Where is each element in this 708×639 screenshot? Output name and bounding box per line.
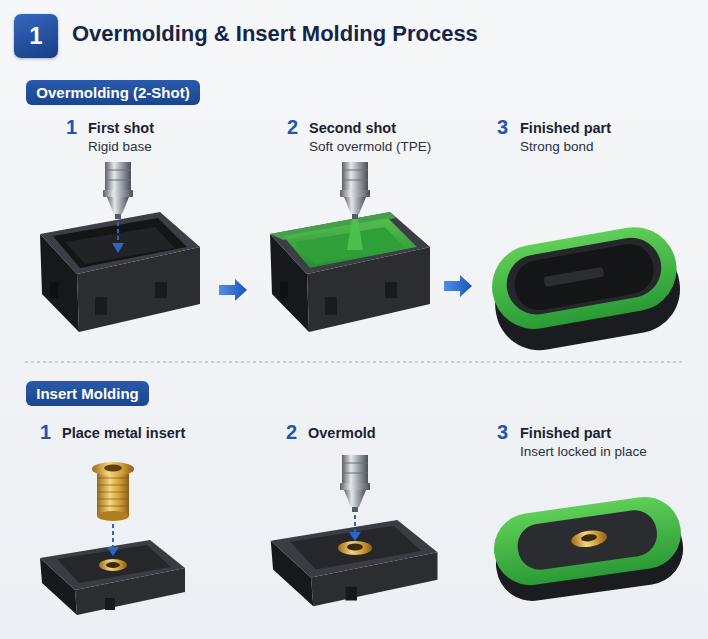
finished-part-figure <box>502 233 666 319</box>
metal-insert-figure <box>40 540 185 615</box>
second-shot-figure <box>270 212 430 332</box>
overmold-insert-figure <box>271 455 438 606</box>
locked-insert-figure <box>515 508 660 573</box>
section-tab: Insert Molding <box>26 381 149 406</box>
section-divider <box>25 362 683 363</box>
step-number: 1 <box>40 421 51 444</box>
second-shot-figure <box>270 212 396 240</box>
metal-insert-figure <box>112 524 114 548</box>
arrow-symbol <box>444 275 472 297</box>
step-number: 2 <box>287 116 298 139</box>
step-number: 3 <box>497 116 508 139</box>
metal-insert-figure <box>99 559 127 571</box>
step-note: Soft overmold (TPE) <box>309 139 431 154</box>
page-title: Overmolding & Insert Molding Process <box>72 21 478 47</box>
locked-insert-figure <box>570 528 608 549</box>
locked-insert-figure <box>489 492 685 589</box>
overmold-insert-figure <box>347 544 363 551</box>
finished-part-figure <box>485 221 687 358</box>
metal-insert-figure <box>106 562 120 568</box>
metal-insert-figure <box>104 465 122 472</box>
overmold-insert-figure <box>271 520 438 606</box>
second-shot-figure <box>347 219 363 250</box>
node-text: Insert Molding <box>36 385 139 402</box>
step-title: Overmold <box>308 425 376 441</box>
metal-insert-figure <box>97 478 129 506</box>
overmold-insert-figure <box>271 520 438 606</box>
metal-insert-figure <box>97 485 129 486</box>
overmold-insert-figure <box>340 455 370 512</box>
overmold-insert-figure <box>354 515 356 533</box>
first-shot-figure <box>103 162 133 219</box>
second-shot-figure <box>340 162 370 219</box>
step-number: 1 <box>66 116 77 139</box>
step-note: Strong bond <box>520 139 594 154</box>
locked-insert-figure <box>489 492 687 605</box>
step-number: 3 <box>497 421 508 444</box>
metal-insert-figure <box>107 547 119 556</box>
step-title: First shot <box>88 120 154 136</box>
step-title: Place metal insert <box>62 425 185 441</box>
metal-insert-figure <box>97 470 129 516</box>
node-text: 1 <box>29 22 42 50</box>
first-shot-figure <box>112 243 124 253</box>
node-text: Overmolding (2-Shot) <box>36 84 189 101</box>
step-note: Insert locked in place <box>520 444 647 459</box>
overmold-insert-figure <box>349 532 361 541</box>
metal-insert-figure <box>97 506 129 507</box>
overmold-insert-figure <box>338 541 372 555</box>
second-shot-figure <box>270 162 430 332</box>
step-title: Second shot <box>309 120 396 136</box>
arrow-symbol <box>219 279 247 301</box>
metal-insert-figure <box>40 462 185 615</box>
finished-part-figure <box>511 240 658 314</box>
step-number: 2 <box>286 421 297 444</box>
finished-part-figure <box>485 221 683 336</box>
locked-insert-figure <box>581 533 598 542</box>
metal-insert-figure <box>97 511 129 521</box>
finished-part-figure <box>544 267 605 287</box>
metal-insert-figure <box>97 499 129 500</box>
first-shot-figure <box>117 222 119 244</box>
step-note: Rigid base <box>88 139 152 154</box>
section-tab: Overmolding (2-Shot) <box>26 80 200 105</box>
first-shot-figure <box>40 162 200 332</box>
step-badge: 1 <box>14 14 58 58</box>
metal-insert-figure <box>97 492 129 493</box>
step-title: Finished part <box>520 425 611 441</box>
step-title: Finished part <box>520 120 611 136</box>
first-shot-figure <box>40 212 200 332</box>
metal-insert-figure <box>92 462 134 476</box>
metal-insert-figure <box>97 478 129 479</box>
